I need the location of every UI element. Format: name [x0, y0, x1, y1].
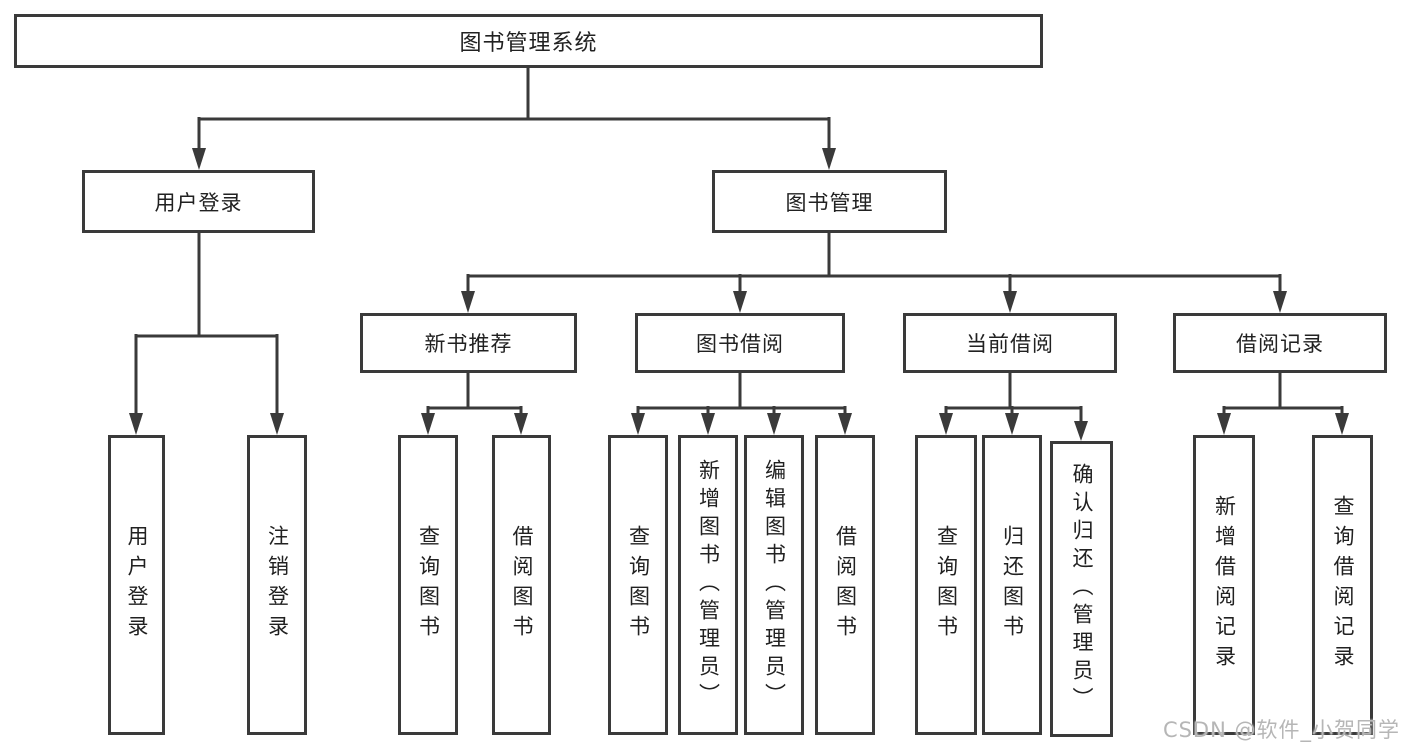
section-node-label: 新书推荐	[424, 332, 513, 356]
leaf-node-label: 注销登录	[265, 525, 290, 645]
leaf-node-label: 确认归还（管理员）	[1070, 463, 1094, 715]
section-node-new-book-recommend: 新书推荐	[360, 313, 577, 373]
branch-node-book-management: 图书管理	[712, 170, 947, 233]
leaf-node-user-login: 用户登录	[108, 435, 165, 735]
leaf-node-borrow-books: 借阅图书	[492, 435, 551, 735]
csdn-watermark: CSDN @软件_小贺同学	[1162, 718, 1400, 742]
branch-node-user-login: 用户登录	[82, 170, 315, 233]
leaf-node-label: 新增借阅记录	[1212, 495, 1237, 675]
section-node-label: 借阅记录	[1236, 332, 1324, 356]
leaf-node-query-borrow-record: 查询借阅记录	[1312, 435, 1373, 735]
leaf-node-label: 编辑图书（管理员）	[762, 459, 787, 711]
leaf-node-label: 查询借阅记录	[1331, 495, 1355, 675]
section-node-borrowing-records: 借阅记录	[1173, 313, 1387, 373]
leaf-node-label: 借阅图书	[833, 525, 858, 645]
leaf-node-borrow-books: 借阅图书	[815, 435, 875, 735]
branch-node-label: 用户登录	[154, 190, 243, 215]
leaf-node-return-books: 归还图书	[982, 435, 1042, 735]
leaf-node-query-books: 查询图书	[398, 435, 458, 735]
leaf-node-add-borrow-record: 新增借阅记录	[1193, 435, 1255, 735]
leaf-node-edit-books-admin: 编辑图书（管理员）	[744, 435, 804, 735]
root-node-library-management-system: 图书管理系统	[14, 14, 1043, 68]
leaf-node-label: 借阅图书	[510, 525, 534, 645]
section-node-label: 图书借阅	[696, 332, 784, 356]
leaf-node-label: 新增图书（管理员）	[696, 459, 721, 711]
leaf-node-label: 用户登录	[125, 525, 149, 645]
section-node-current-borrowing: 当前借阅	[903, 313, 1117, 373]
root-node-label: 图书管理系统	[459, 31, 598, 56]
leaf-node-logout: 注销登录	[247, 435, 307, 735]
leaf-node-confirm-return-admin: 确认归还（管理员）	[1050, 441, 1113, 737]
leaf-node-label: 查询图书	[934, 525, 959, 645]
leaf-node-label: 查询图书	[626, 525, 651, 645]
branch-node-label: 图书管理	[785, 190, 874, 215]
leaf-node-label: 查询图书	[416, 525, 441, 645]
leaf-node-add-books-admin: 新增图书（管理员）	[678, 435, 738, 735]
section-node-book-borrowing: 图书借阅	[635, 313, 845, 373]
leaf-node-query-books: 查询图书	[915, 435, 977, 735]
section-node-label: 当前借阅	[966, 332, 1054, 356]
leaf-node-query-books: 查询图书	[608, 435, 668, 735]
leaf-node-label: 归还图书	[1000, 525, 1025, 645]
